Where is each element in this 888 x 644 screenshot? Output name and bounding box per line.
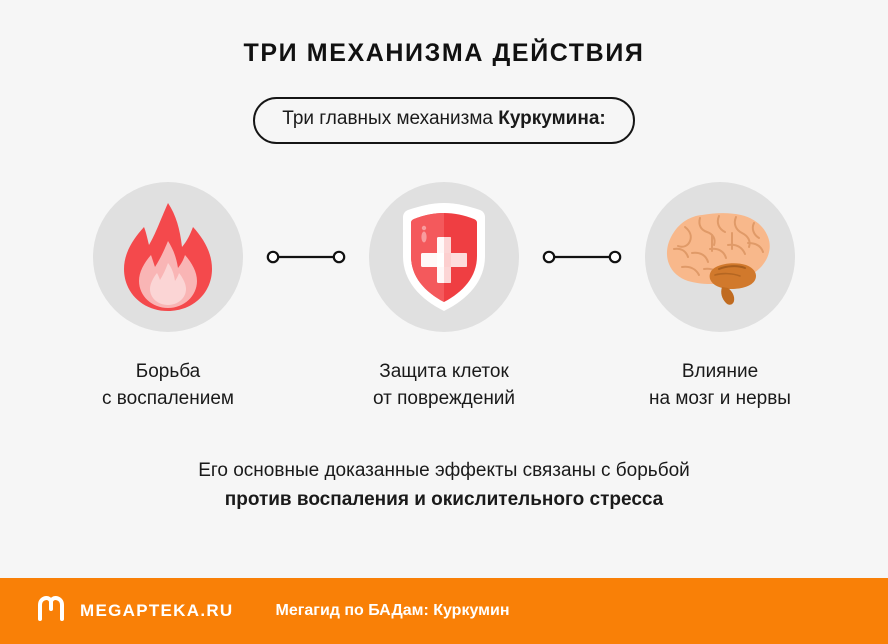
mechanism-icon-circle xyxy=(93,181,243,332)
flame-icon xyxy=(116,201,220,313)
mechanism-item-brain-nerves: Влияние на мозг и нервы xyxy=(622,181,818,413)
footnote: Его основные доказанные эффекты связаны … xyxy=(0,457,888,515)
footnote-line-2: против воспаления и окислительного стрес… xyxy=(224,488,664,510)
subtitle-pill-text-regular: Три главных механизма xyxy=(282,108,499,129)
shield-cross-icon xyxy=(394,201,494,313)
megapteka-m-logo-icon xyxy=(36,595,66,628)
mechanism-label: Борьба с воспалением xyxy=(102,360,234,409)
page-title: ТРИ МЕХАНИЗМА ДЕЙСТВИЯ xyxy=(243,39,645,67)
footnote-line-1: Его основные доказанные эффекты связаны … xyxy=(198,459,690,481)
mechanism-icon-circle xyxy=(645,181,795,332)
connector-2 xyxy=(542,182,622,332)
subtitle-pill-wrapper: Три главных механизма Куркумина: xyxy=(0,97,888,144)
connector-1 xyxy=(266,182,346,332)
footer-caption: Мегагид по БАДам: Куркумин xyxy=(275,602,510,619)
brand[interactable]: MEGAPTEKA.RU xyxy=(36,595,234,628)
mechanism-label: Влияние на мозг и нервы xyxy=(649,360,791,409)
brain-icon xyxy=(662,205,778,309)
mechanism-item-cell-protection: Защита клеток от повреждений xyxy=(346,181,542,413)
footer-bar: MEGAPTEKA.RU Мегагид по БАДам: Куркумин xyxy=(0,578,888,644)
mechanism-icon-circle xyxy=(369,181,519,332)
brand-name: MEGAPTEKA.RU xyxy=(80,601,234,620)
subtitle-pill-text-bold: Куркумина: xyxy=(498,108,606,129)
mechanism-label: Защита клеток от повреждений xyxy=(372,360,516,409)
mechanisms-row: Борьба с воспалением xyxy=(0,181,888,413)
subtitle-pill: Три главных механизма Куркумина: xyxy=(253,97,635,144)
mechanism-item-inflammation: Борьба с воспалением xyxy=(70,181,266,413)
